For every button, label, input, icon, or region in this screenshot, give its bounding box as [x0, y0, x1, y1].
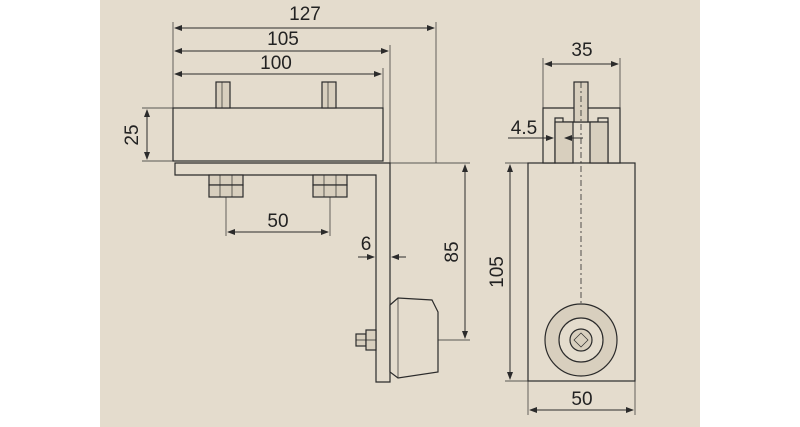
- stud-right: [321, 81, 337, 109]
- side-bolt: [355, 329, 377, 351]
- dim-25: 25: [122, 124, 143, 145]
- side-insert-left: [554, 121, 574, 164]
- dim-50-bolts: 50: [267, 211, 288, 232]
- dim-127: 127: [289, 4, 321, 25]
- side-view: 35 4.5 105 50: [487, 40, 636, 415]
- front-view: 127 105 100 25 50 6 85: [122, 4, 470, 383]
- dim-50-bottom: 50: [571, 389, 592, 410]
- nut-right: [312, 174, 348, 198]
- roller-hex: [573, 332, 589, 348]
- dim-85: 85: [442, 241, 463, 262]
- nut-left: [208, 174, 244, 198]
- roller-hub: [569, 328, 593, 352]
- roller-housing: [389, 297, 439, 379]
- side-insert-right: [589, 121, 609, 164]
- top-block: [172, 107, 384, 162]
- dim-4-5: 4.5: [511, 118, 537, 139]
- dim-105-side: 105: [487, 256, 508, 288]
- dim-35: 35: [571, 40, 592, 61]
- dim-105-top: 105: [267, 29, 299, 50]
- dim-6: 6: [361, 234, 372, 255]
- stud-left: [215, 81, 231, 109]
- dim-100: 100: [260, 53, 292, 74]
